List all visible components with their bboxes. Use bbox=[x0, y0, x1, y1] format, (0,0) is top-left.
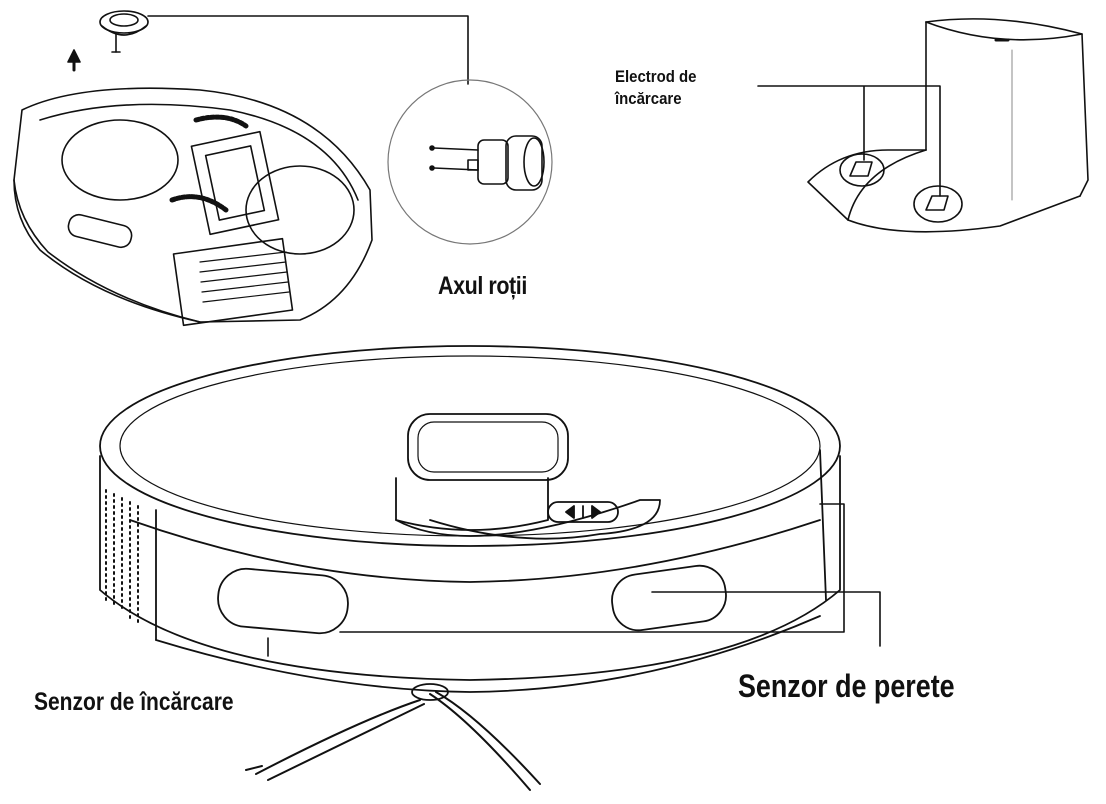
wall-sensor-label: Senzor de perete bbox=[738, 668, 955, 704]
charging-electrode-label-line1: Electrod de bbox=[615, 67, 697, 86]
charging-electrode-label: Electrod de încărcare bbox=[615, 66, 696, 110]
wheel-axle-leader-line bbox=[147, 15, 469, 85]
robot-underside-drawing bbox=[13, 10, 373, 327]
charging-electrode-leader-line bbox=[757, 85, 941, 197]
wheel-axle-label: Axul roții bbox=[438, 272, 527, 300]
robot-main-drawing bbox=[99, 345, 841, 791]
charging-electrode-label-line2: încărcare bbox=[615, 89, 682, 108]
charging-dock-drawing bbox=[807, 18, 1089, 233]
wheel-axle-zoom bbox=[387, 79, 553, 245]
charging-sensor-label: Senzor de încărcare bbox=[34, 688, 234, 716]
wall-sensor-leader-line bbox=[339, 503, 881, 647]
